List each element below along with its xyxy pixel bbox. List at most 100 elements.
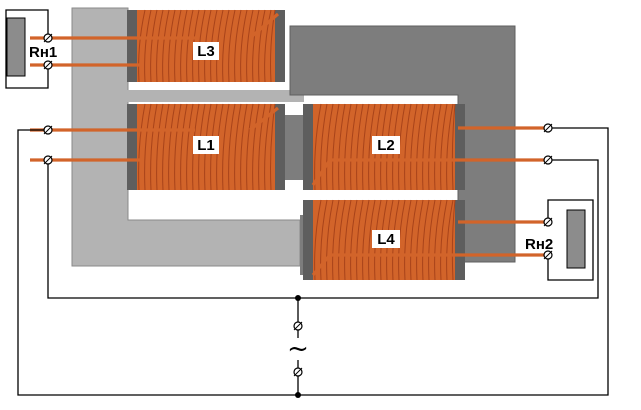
junction-bottom xyxy=(295,392,301,398)
winding-turn xyxy=(326,199,334,281)
winding-turn xyxy=(168,103,176,191)
winding-turn xyxy=(350,199,358,281)
winding-turn xyxy=(446,103,454,191)
winding-turn xyxy=(320,103,328,191)
load-rh2-label: Rн2 xyxy=(525,236,553,253)
primary-wiring xyxy=(17,127,609,398)
terminal-slash xyxy=(543,123,553,133)
winding-turn xyxy=(338,199,346,281)
coil-l1-label: L1 xyxy=(197,137,215,154)
terminals xyxy=(43,33,553,377)
winding-turn xyxy=(422,103,430,191)
coil-l4-label-bg xyxy=(372,230,400,248)
winding-turn xyxy=(428,199,436,281)
winding-turn xyxy=(368,199,376,281)
winding-turn xyxy=(410,103,418,191)
winding-turn xyxy=(320,199,328,281)
winding-turn xyxy=(332,103,340,191)
winding-turn xyxy=(368,103,376,191)
winding-turn xyxy=(252,9,260,83)
winding-turn xyxy=(326,103,334,191)
winding-turn xyxy=(240,9,248,83)
winding-turn xyxy=(186,9,194,83)
winding-turn xyxy=(144,103,152,191)
terminal-slash xyxy=(43,155,53,165)
winding-turn xyxy=(174,9,182,83)
winding-turn xyxy=(434,199,442,281)
winding-turn xyxy=(150,9,158,83)
winding-turn xyxy=(362,199,370,281)
winding-turn xyxy=(162,103,170,191)
winding-turn xyxy=(332,199,340,281)
winding-turn xyxy=(338,103,346,191)
terminal-slash xyxy=(43,125,53,135)
ac-source: ~ xyxy=(282,334,314,364)
winding-turn xyxy=(428,103,436,191)
coil-l3: L3 xyxy=(30,9,280,83)
winding-turn xyxy=(252,103,260,191)
winding-turn xyxy=(451,199,456,281)
winding-turn xyxy=(404,103,412,191)
load-rh1-label: Rн1 xyxy=(29,44,57,61)
winding-turn xyxy=(440,103,448,191)
winding-turn xyxy=(150,103,158,191)
winding-turn xyxy=(246,9,254,83)
winding-turn xyxy=(180,103,188,191)
winding-turn xyxy=(404,199,412,281)
winding-turn xyxy=(138,103,146,191)
terminal-slash xyxy=(543,250,553,260)
coil-l2-label-bg xyxy=(372,136,400,154)
winding-turn xyxy=(186,103,194,191)
terminal-slash xyxy=(543,217,553,227)
winding-turn xyxy=(264,103,272,191)
terminal-slash xyxy=(43,60,53,70)
coil-l2-label: L2 xyxy=(377,137,395,154)
load-rh1-resistor xyxy=(6,17,26,77)
terminal-slash xyxy=(293,321,303,331)
core-middle-bar xyxy=(124,90,304,102)
winding-turn xyxy=(174,103,182,191)
winding-turn xyxy=(362,103,370,191)
coil-l1-label-bg xyxy=(193,136,219,154)
winding-turn xyxy=(356,199,364,281)
winding-turn xyxy=(156,103,164,191)
winding-turn xyxy=(222,103,230,191)
winding-turn xyxy=(222,9,230,83)
winding-turn xyxy=(228,103,236,191)
winding-turn xyxy=(246,103,254,191)
winding-turn xyxy=(156,9,164,83)
winding-turn xyxy=(144,9,152,83)
coil-l3-label-bg xyxy=(193,42,219,60)
winding-turn xyxy=(258,9,266,83)
winding-turn xyxy=(416,103,424,191)
terminal-slash xyxy=(43,33,53,43)
coil-l1: L1 xyxy=(30,103,279,191)
coil-l4-label: L4 xyxy=(377,231,395,248)
winding-turn xyxy=(228,9,236,83)
winding-turn xyxy=(446,199,454,281)
winding-turn xyxy=(344,103,352,191)
junction-top xyxy=(295,295,301,301)
winding-turn xyxy=(264,9,272,83)
winding-turn xyxy=(138,9,146,83)
winding-turn xyxy=(410,199,418,281)
coil-l2: L2 xyxy=(311,103,548,191)
ac-source-icon: ~ xyxy=(287,334,309,364)
terminal-slash xyxy=(293,367,303,377)
winding-turn xyxy=(168,9,176,83)
winding-turn xyxy=(162,9,170,83)
load-rh2-resistor xyxy=(566,209,586,269)
winding-turn xyxy=(451,103,456,191)
winding-turn xyxy=(240,103,248,191)
terminal-slash xyxy=(543,155,553,165)
coil-l4: L4 xyxy=(311,199,548,281)
winding-turn xyxy=(434,103,442,191)
winding-turn xyxy=(356,103,364,191)
winding-turn xyxy=(234,9,242,83)
winding-turn xyxy=(422,199,430,281)
winding-turn xyxy=(344,199,352,281)
bobbins xyxy=(127,10,465,280)
winding-turn xyxy=(350,103,358,191)
winding-turn xyxy=(258,103,266,191)
